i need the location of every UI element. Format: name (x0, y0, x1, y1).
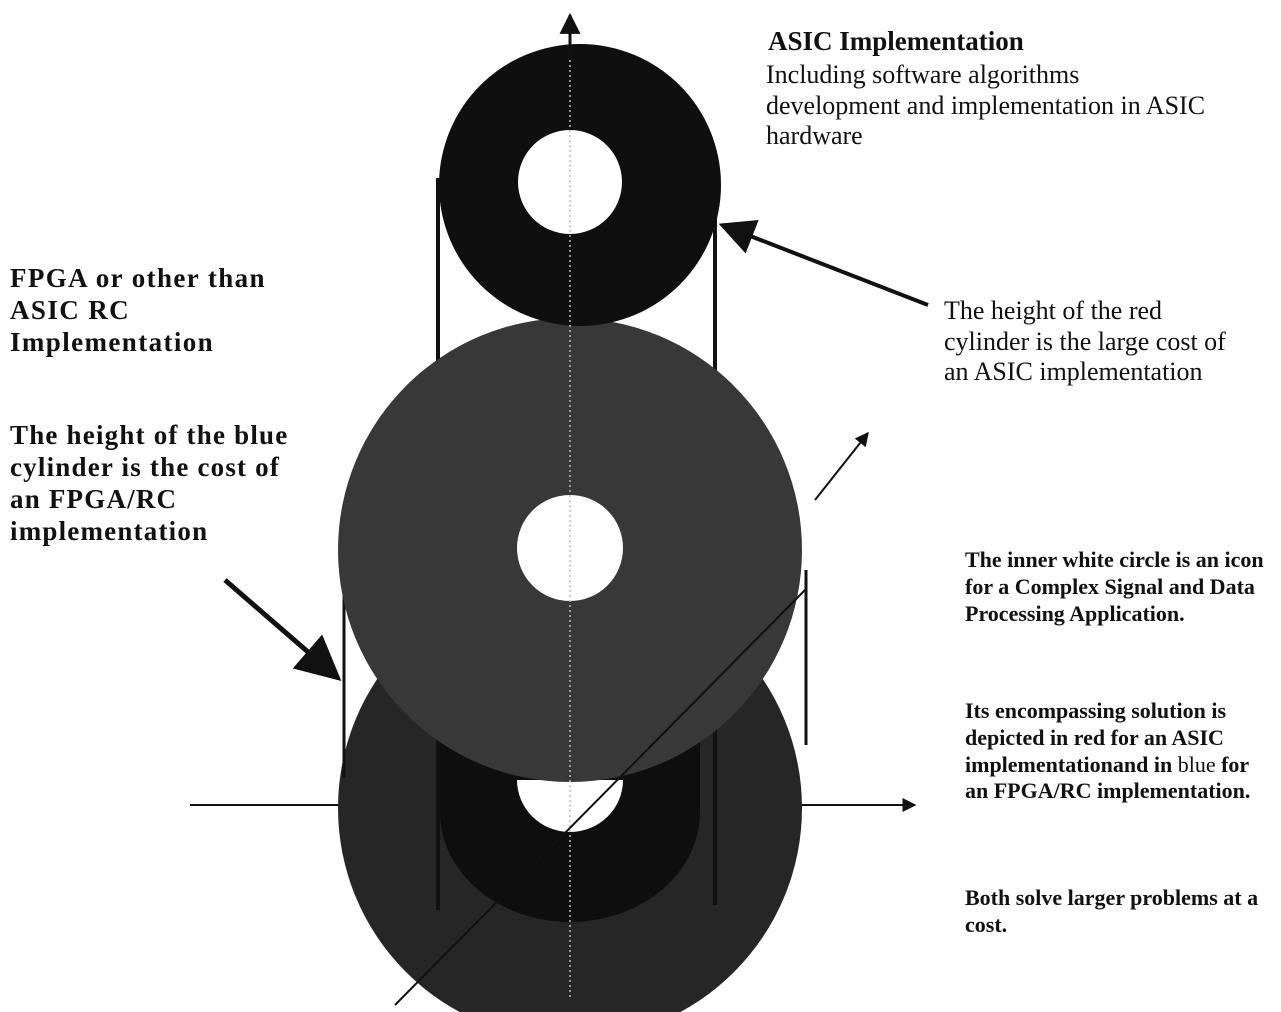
solution-note-part2: for an FPGA/RC implementation. (965, 751, 1251, 804)
y-axis-diagonal-lower (394, 589, 806, 1006)
inner-white-circle-note: The inner white circle is an icon for a … (965, 547, 1264, 626)
asic-implementation-description: Including software algorithms developmen… (766, 60, 1206, 151)
solution-color-note: Its encompassing solution is depicted in… (965, 698, 1275, 805)
cost-summary-note: Both solve larger problems at a cost. (965, 885, 1259, 937)
fpga-implementation-heading: FPGA or other than ASIC RC Implementatio… (10, 263, 266, 357)
solution-note-blue-word: blue (1177, 751, 1216, 777)
blue-cylinder-pointer-arrow (223, 578, 342, 681)
blue-cylinder-height-note: The height of the blue cylinder is the c… (10, 420, 289, 546)
y-axis-diagonal-upper (814, 431, 869, 501)
red-cylinder-pointer-arrow (718, 219, 929, 307)
asic-implementation-title: ASIC Implementation (768, 26, 1024, 56)
red-cylinder-height-note: The height of the red cylinder is the la… (944, 296, 1226, 387)
solution-note-part1: Its encompassing solution is depicted in… (965, 698, 1227, 777)
application-hole-middle (517, 495, 623, 601)
